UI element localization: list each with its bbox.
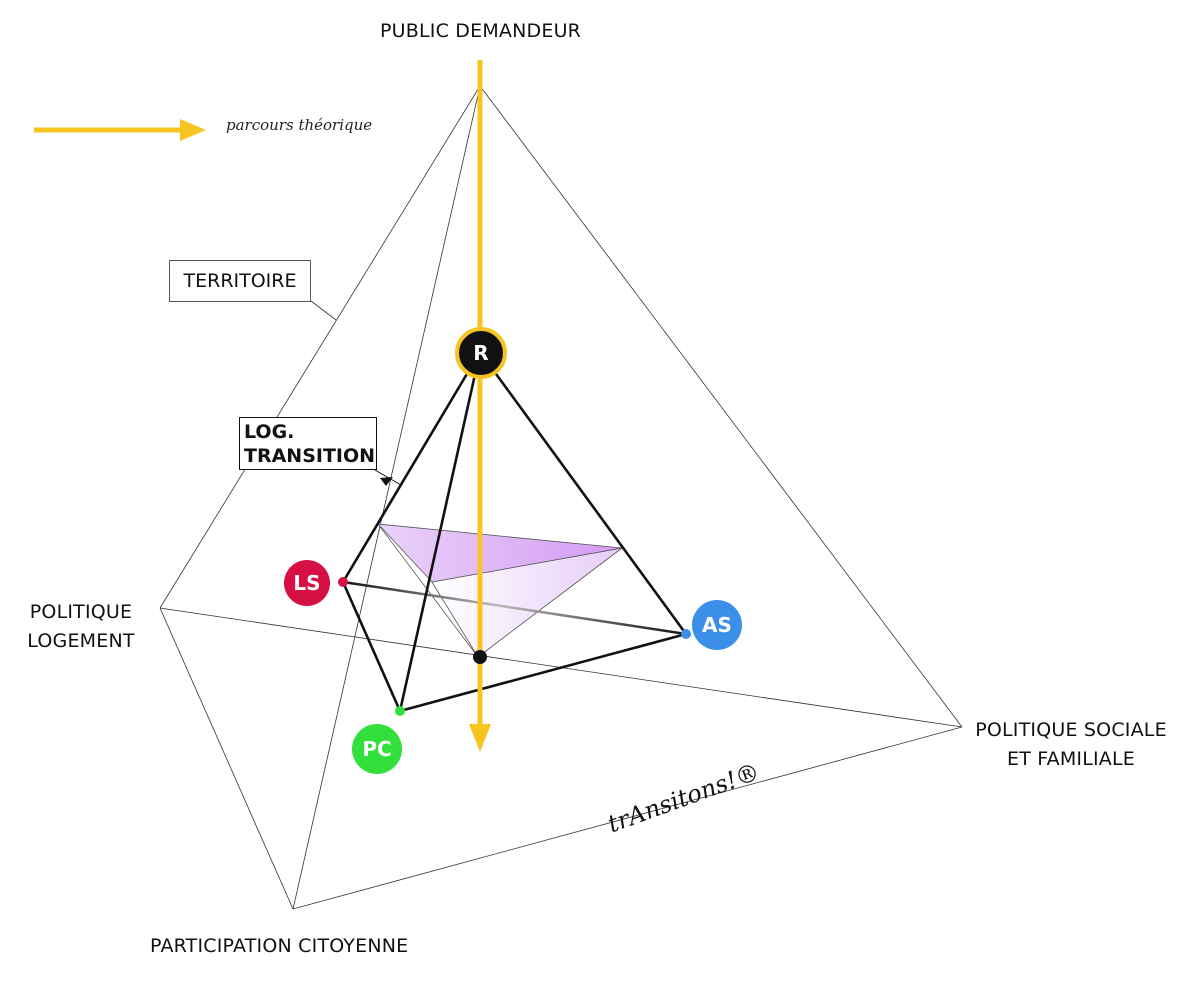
legend-label: parcours théorique [226, 116, 373, 134]
as-vertex-dot [681, 629, 691, 639]
node-r-label: R [473, 341, 489, 365]
outer-tetrahedron [159, 85, 963, 910]
territoire-leader [310, 300, 337, 321]
pc-vertex-dot [395, 706, 405, 716]
node-ls: LS [284, 560, 330, 606]
label-politique-sociale-line1: POLITIQUE SOCIALE [975, 719, 1167, 741]
node-pc: PC [352, 724, 402, 774]
label-politique-logement: POLITIQUE LOGEMENT [20, 598, 142, 656]
node-pc-label: PC [362, 737, 392, 761]
territoire-box: TERRITOIRE [169, 260, 311, 302]
node-as: AS [692, 600, 742, 650]
label-participation-citoyenne: PARTICIPATION CITOYENNE [150, 935, 409, 957]
base-center-dot [473, 650, 487, 664]
label-politique-sociale: POLITIQUE SOCIALE ET FAMILIALE [972, 716, 1170, 774]
parcours-arrow [469, 60, 491, 752]
ls-as-edge [342, 580, 687, 636]
legend-arrow [34, 119, 206, 141]
node-ls-label: LS [293, 571, 321, 595]
log-transition-line2: TRANSITION [244, 445, 376, 467]
node-as-label: AS [702, 613, 732, 637]
node-r: R [455, 327, 507, 379]
label-politique-sociale-line2: ET FAMILIALE [1006, 748, 1135, 770]
inner-tetrahedron [341, 351, 688, 713]
log-transition-pointer [374, 469, 402, 486]
ls-vertex-dot [338, 577, 348, 587]
label-politique-logement-line1: POLITIQUE [29, 601, 133, 623]
label-politique-logement-line2: LOGEMENT [27, 630, 135, 652]
log-transition-line1: LOG. [244, 421, 295, 443]
label-public-demandeur: PUBLIC DEMANDEUR [380, 20, 582, 42]
log-transition-box: LOG. TRANSITION [239, 417, 377, 470]
